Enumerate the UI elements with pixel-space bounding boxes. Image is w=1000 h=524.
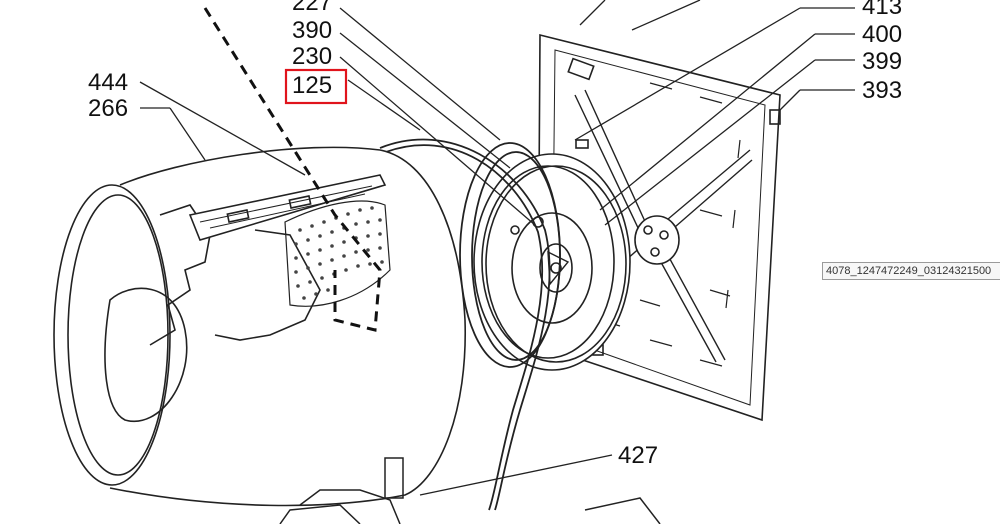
leader-400 xyxy=(599,33,816,211)
callout-230[interactable]: 230 xyxy=(292,43,332,70)
leader-230 xyxy=(339,56,536,226)
callout-390[interactable]: 390 xyxy=(292,17,332,44)
leader-444 xyxy=(139,81,306,176)
leader-266 xyxy=(169,107,206,161)
leader-125 xyxy=(347,79,421,131)
callout-399[interactable]: 399 xyxy=(862,48,902,75)
drum-axis-dashed-line xyxy=(203,7,382,332)
felt-seal-ring xyxy=(459,142,561,368)
leader-top-a xyxy=(579,0,606,26)
leader-393 xyxy=(779,89,801,111)
callout-400[interactable]: 400 xyxy=(862,21,902,48)
leader-lines xyxy=(139,0,855,496)
leader-427 xyxy=(419,454,613,496)
callout-444[interactable]: 444 xyxy=(88,69,128,96)
rear-drum-bearing-assembly xyxy=(473,153,631,371)
leader-top-b xyxy=(631,0,701,31)
leader-227 xyxy=(339,7,501,141)
image-tooltip: 4078_1247472249_03124321500 xyxy=(822,262,1000,280)
callout-413[interactable]: 413 xyxy=(862,0,902,20)
drive-belt xyxy=(379,138,551,511)
callout-227[interactable]: 227 xyxy=(292,0,332,16)
callout-393[interactable]: 393 xyxy=(862,77,902,104)
motor-assembly-partial xyxy=(279,457,661,524)
leader-390 xyxy=(339,32,511,169)
leader-413 xyxy=(574,7,801,141)
highlight-box-125 xyxy=(284,68,348,105)
callout-125[interactable]: 125 xyxy=(292,72,332,99)
leader-399 xyxy=(604,59,816,226)
callout-427[interactable]: 427 xyxy=(618,442,658,469)
dryer-drum xyxy=(53,146,466,507)
callout-266[interactable]: 266 xyxy=(88,95,128,122)
